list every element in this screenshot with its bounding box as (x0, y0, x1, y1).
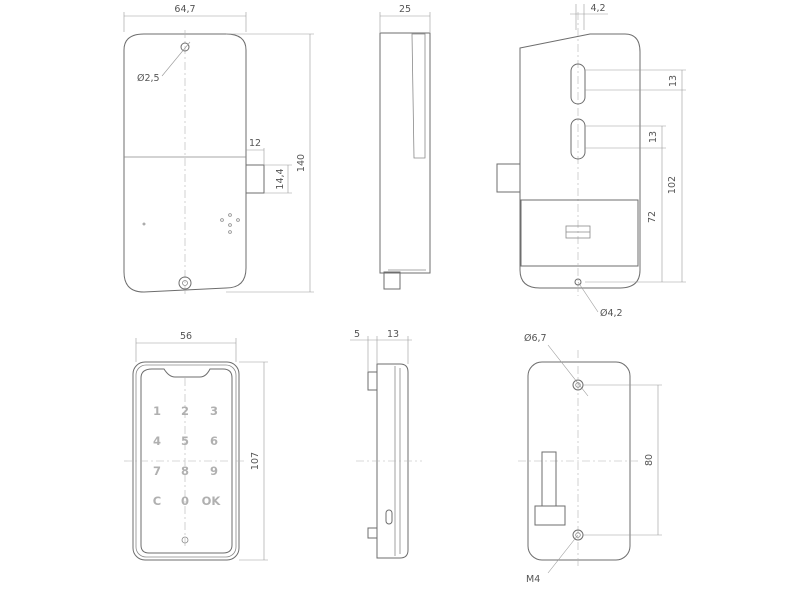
rear-battery-panel (520, 199, 639, 267)
keypad-side-5-label: 5 (354, 329, 360, 340)
front-top-hole (180, 42, 190, 52)
keypad-keys: 1 2 3 4 5 6 7 8 9 C 0 OK (153, 404, 222, 508)
front-bottom-hole (178, 276, 192, 290)
keypad-height-label: 107 (250, 452, 261, 470)
rear-offset-label: 4,2 (590, 3, 605, 14)
rear-72-label: 72 (647, 211, 658, 223)
keypad-led (181, 536, 189, 544)
side-view: 25 (379, 4, 431, 290)
key-0[interactable]: 0 (181, 494, 189, 508)
front-view: 64,7 Ø2,5 12 14,4 140 (123, 4, 314, 294)
sensor-dot (142, 222, 146, 226)
key-5[interactable]: 5 (181, 434, 189, 448)
rear-bolt (496, 163, 521, 193)
key-6[interactable]: 6 (210, 434, 218, 448)
rear-slot-top (570, 63, 586, 105)
side-depth-label: 25 (399, 4, 411, 15)
front-hole-label: Ø2,5 (137, 73, 160, 84)
keypad-side-view: 5 13 (350, 329, 422, 559)
bolt-height-label: 14,4 (275, 168, 286, 189)
key-2[interactable]: 2 (181, 404, 189, 418)
plate-tongue-base (534, 505, 566, 526)
key-4[interactable]: 4 (153, 434, 161, 448)
key-c[interactable]: C (153, 494, 161, 508)
rear-hole-label: Ø4,2 (600, 308, 623, 319)
front-bolt (245, 164, 265, 194)
key-1[interactable]: 1 (153, 404, 161, 418)
plate-spacing-label: 80 (644, 454, 655, 466)
slot-top-label: 13 (668, 75, 679, 87)
front-body-outline (123, 33, 247, 293)
key-7[interactable]: 7 (153, 464, 161, 478)
bolt-length-label: 12 (249, 138, 261, 149)
keypad-side-tab-bottom (367, 527, 378, 539)
keypad-side-body (376, 363, 409, 559)
key-9[interactable]: 9 (210, 464, 218, 478)
plate-thread-label: M4 (526, 574, 540, 585)
rear-102-label: 102 (667, 176, 678, 194)
key-8[interactable]: 8 (181, 464, 189, 478)
front-height-label: 140 (296, 154, 307, 172)
keypad-side-tab-top (367, 371, 378, 391)
keypad-width-label: 56 (180, 331, 192, 342)
plate-hole-label: Ø6,7 (524, 333, 547, 344)
rear-bottom-hole (574, 278, 582, 286)
front-width-label: 64,7 (174, 4, 195, 15)
rear-slot-bottom (570, 118, 586, 160)
rear-view: 4,2 13 13 102 72 Ø4,2 (496, 3, 686, 319)
rear-body-outline (519, 33, 641, 289)
keypad-side-13-label: 13 (387, 329, 399, 340)
plate-tongue (541, 451, 557, 507)
side-bolt-stub (383, 271, 401, 290)
slot-bottom-label: 13 (648, 131, 659, 143)
keypad-touch-area (140, 368, 233, 554)
side-chamfer (411, 33, 426, 159)
keypad-side-usb (385, 509, 393, 525)
key-ok[interactable]: OK (202, 494, 222, 508)
mounting-plate-view: Ø6,7 80 M4 (518, 333, 662, 585)
keypad-front-view: 1 2 3 4 5 6 7 8 9 C 0 OK 56 107 (124, 331, 268, 561)
side-body-outline (379, 32, 431, 274)
key-3[interactable]: 3 (210, 404, 218, 418)
